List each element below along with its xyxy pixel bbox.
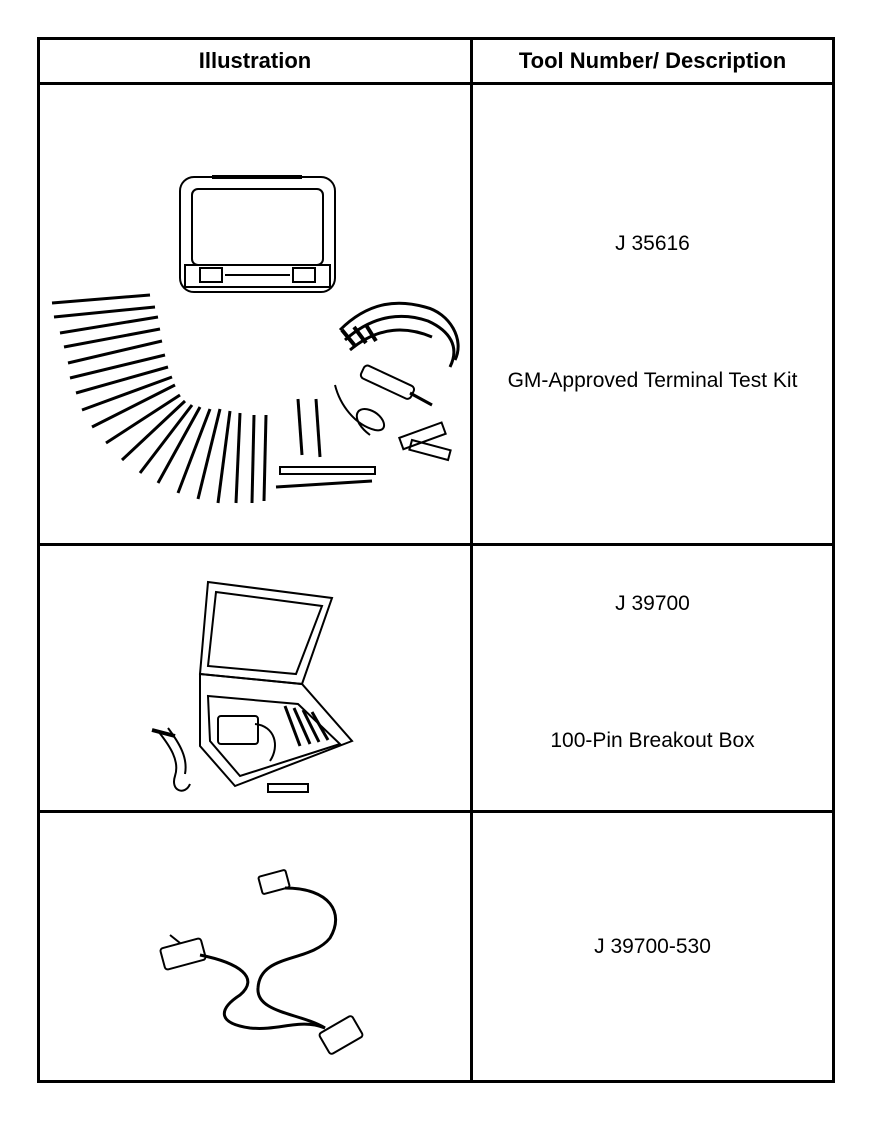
table-row-illustration <box>40 546 470 810</box>
table-row-description: J 35616 GM-Approved Terminal Test Kit <box>473 85 832 543</box>
tool-description: 100-Pin Breakout Box <box>550 729 755 752</box>
tool-description: GM-Approved Terminal Test Kit <box>507 369 798 392</box>
tool-number: J 39700-530 <box>594 935 711 958</box>
breakout-box-illustration <box>151 580 354 793</box>
cable-adapter-illustration <box>159 869 364 1055</box>
row-divider <box>40 810 832 813</box>
header-description: Tool Number/ Description <box>518 48 787 73</box>
column-divider <box>470 40 473 1080</box>
table-row-description: J 39700-530 <box>473 813 832 1080</box>
tool-number: J 39700 <box>615 592 690 615</box>
table-row-illustration <box>40 813 470 1080</box>
tool-number: J 35616 <box>615 232 690 255</box>
row-divider <box>40 543 832 546</box>
terminal-test-kit-illustration <box>51 175 460 504</box>
table-row-description: J 39700 100-Pin Breakout Box <box>473 546 832 810</box>
table-row-illustration <box>40 85 470 543</box>
tool-table: Illustration Tool Number/ Description <box>37 37 835 1083</box>
header-illustration: Illustration <box>198 48 312 73</box>
header-divider <box>40 82 832 85</box>
